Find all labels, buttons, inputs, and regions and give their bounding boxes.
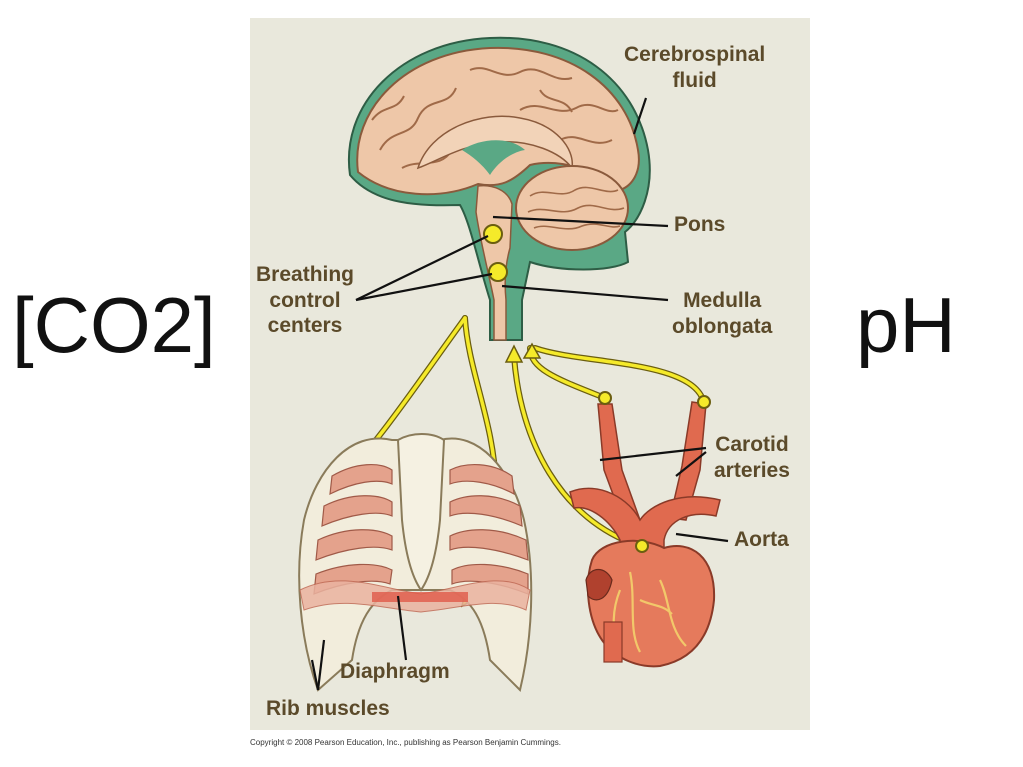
cerebrospinal-fluid-line-1: Cerebrospinal	[624, 43, 766, 66]
sternum	[396, 433, 446, 592]
co2-label: [CO2]	[12, 281, 216, 369]
medulla-line-1: Medulla	[683, 289, 762, 312]
pons-label: Pons	[674, 213, 726, 236]
aorta-arch	[569, 487, 721, 561]
cerebrospinal-fluid-label: Cerebrospinal fluid	[624, 42, 765, 93]
cerebrospinal-fluid-line-2: fluid	[672, 68, 717, 92]
diaphragm-label: Diaphragm	[340, 660, 450, 683]
carotid-arteries-label: Carotid arteries	[714, 432, 790, 483]
breathing-line-2: control	[269, 288, 341, 312]
ventricle	[462, 140, 525, 175]
medulla-line-2: oblongata	[672, 314, 773, 338]
heart-and-arteries	[569, 391, 721, 668]
brain	[347, 36, 651, 341]
leader-lines	[310, 97, 729, 691]
carotid-line-2: arteries	[714, 458, 790, 482]
pons-center	[483, 224, 503, 244]
breathing-line-3: centers	[267, 314, 343, 338]
ph-label: pH	[856, 281, 956, 369]
medulla-oblongata-label: Medulla oblongata	[672, 288, 772, 339]
rib-cage	[298, 433, 533, 692]
heart-auricle	[585, 568, 613, 601]
breathing-line-1: Breathing	[256, 263, 355, 286]
cerebellum	[515, 165, 629, 251]
brainstem	[475, 184, 513, 341]
aorta-label: Aorta	[734, 528, 789, 551]
carotid-receptor-left	[598, 391, 612, 405]
breathing-control-centers-label: Breathing control centers	[256, 262, 354, 339]
rib-muscles-label: Rib muscles	[266, 697, 390, 720]
medulla-center	[488, 262, 508, 282]
carotid-receptor-right	[697, 395, 711, 409]
copyright-notice: Copyright © 2008 Pearson Education, Inc.…	[250, 738, 561, 747]
aortic-receptor	[635, 539, 649, 553]
carotid-line-1: Carotid	[715, 433, 789, 456]
